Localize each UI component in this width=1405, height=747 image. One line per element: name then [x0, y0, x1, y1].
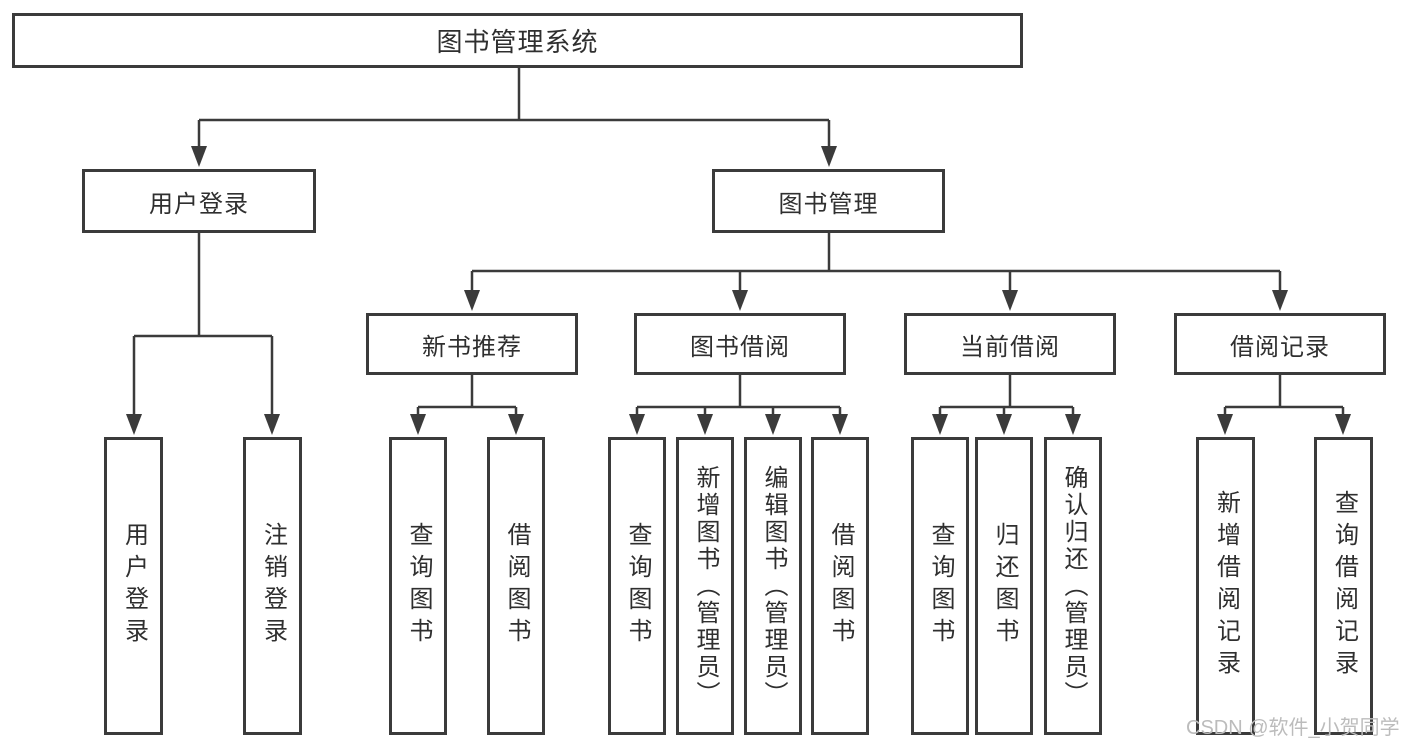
leaf-add-borrow-record: 新增借阅记录	[1196, 437, 1255, 735]
leaf-label: 借阅图书	[503, 522, 530, 650]
node-label: 借阅记录	[1230, 333, 1330, 361]
leaf-label: 编辑图书（管理员）	[760, 464, 787, 708]
leaf-label: 归还图书	[991, 522, 1018, 650]
csdn-watermark: CSDN @软件_小贺同学	[1186, 717, 1400, 739]
node-library-management-system: 图书管理系统	[12, 13, 1023, 68]
leaf-label: 新增图书（管理员）	[692, 464, 719, 708]
leaf-label: 查询借阅记录	[1330, 490, 1358, 682]
node-current-borrow: 当前借阅	[904, 313, 1116, 375]
leaf-logout: 注销登录	[243, 437, 302, 735]
node-label: 图书管理系统	[436, 27, 599, 57]
node-user-login: 用户登录	[82, 169, 316, 233]
node-label: 图书借阅	[690, 333, 790, 361]
leaf-return-books: 归还图书	[975, 437, 1033, 735]
node-book-borrow: 图书借阅	[634, 313, 846, 375]
node-book-management: 图书管理	[712, 169, 945, 233]
leaf-user-login: 用户登录	[104, 437, 163, 735]
node-label: 图书管理	[778, 190, 879, 218]
leaf-confirm-return-admin: 确认归还（管理员）	[1044, 437, 1102, 735]
node-label: 当前借阅	[960, 333, 1060, 361]
leaf-label: 查询图书	[927, 522, 954, 650]
leaf-label: 确认归还（管理员）	[1060, 464, 1087, 708]
leaf-label: 查询图书	[405, 522, 432, 650]
node-borrow-records: 借阅记录	[1174, 313, 1386, 375]
node-label: 用户登录	[149, 190, 249, 218]
leaf-label: 借阅图书	[827, 522, 854, 650]
leaf-label: 用户登录	[120, 522, 148, 650]
leaf-label: 新增借阅记录	[1212, 490, 1240, 682]
node-label: 新书推荐	[422, 333, 522, 361]
leaf-edit-book-admin: 编辑图书（管理员）	[744, 437, 802, 735]
leaf-query-books-borrow: 查询图书	[608, 437, 666, 735]
leaf-query-books-current: 查询图书	[911, 437, 969, 735]
leaf-borrow-books: 借阅图书	[811, 437, 869, 735]
leaf-query-borrow-record: 查询借阅记录	[1314, 437, 1373, 735]
node-new-book-recommend: 新书推荐	[366, 313, 578, 375]
leaf-label: 查询图书	[624, 522, 651, 650]
leaf-label: 注销登录	[259, 522, 287, 650]
leaf-add-book-admin: 新增图书（管理员）	[676, 437, 734, 735]
leaf-borrow-books-recommend: 借阅图书	[487, 437, 545, 735]
leaf-query-books-recommend: 查询图书	[389, 437, 447, 735]
